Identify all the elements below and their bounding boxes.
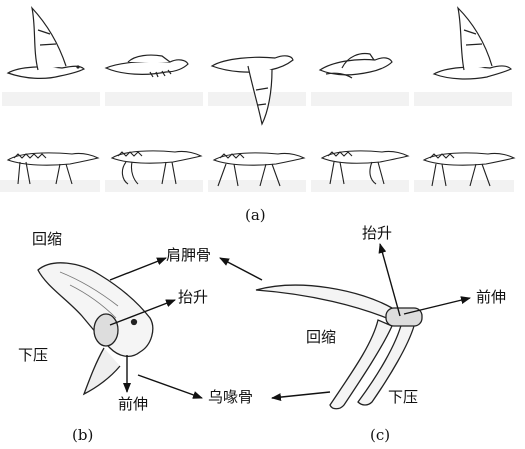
croc-shadows	[0, 180, 514, 192]
label-depression-b: 下压	[18, 348, 48, 363]
panel-b-caption: (b)	[72, 428, 93, 443]
label-scapula: 肩胛骨	[166, 248, 211, 263]
crocodile-stride-icon	[322, 151, 408, 184]
label-elevation-c: 抬升	[362, 226, 392, 241]
panel-a-caption: (a)	[245, 208, 266, 223]
bird-wings-level-icon	[106, 55, 188, 77]
label-retraction-c: 回缩	[306, 330, 336, 345]
crocodile-stride-icon	[112, 151, 201, 184]
arrow-to-coracoid-from-right	[272, 392, 330, 398]
label-depression-c: 下压	[388, 390, 418, 405]
arrow-to-scapula-from-right	[220, 258, 262, 280]
panel-c-caption: (c)	[370, 428, 390, 443]
label-elevation-b: 抬升	[178, 290, 208, 305]
bird-shoulder-bones-illustration	[38, 263, 153, 394]
bird-wings-folded-icon	[320, 54, 392, 78]
label-coracoid: 乌喙骨	[208, 390, 253, 405]
arrow-protraction-c	[404, 298, 470, 314]
label-protraction-b: 前伸	[118, 397, 148, 412]
bird-wings-up-icon	[8, 8, 84, 78]
label-retraction-b: 回缩	[32, 232, 62, 247]
bird-wings-up-icon	[434, 8, 511, 79]
bird-wings-down-icon	[212, 56, 293, 124]
crocodile-stride-icon	[8, 153, 98, 184]
label-protraction-c: 前伸	[476, 290, 506, 305]
arrow-to-scapula-from-bone	[110, 258, 166, 280]
